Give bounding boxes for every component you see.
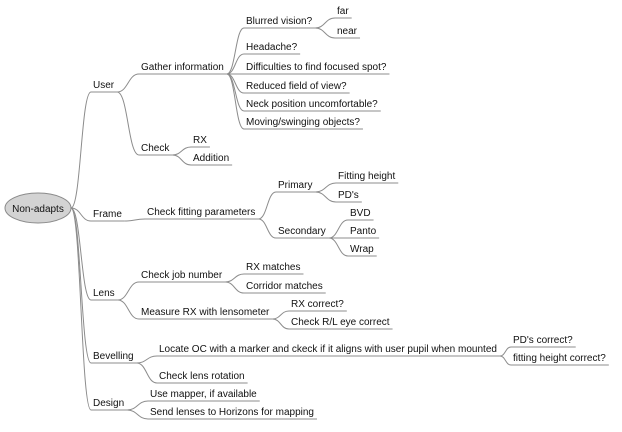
link-root-to-user [70,91,92,209]
link-check-to-addition [172,154,192,166]
node-bvd[interactable]: BVD [350,208,371,219]
link-blurred-vision-to-far [315,17,336,29]
link-gather-information-to-blurred-vision [226,27,245,75]
link-locate-oc-to-pds-correct [499,346,512,357]
node-check-fitting-parameters[interactable]: Check fitting parameters [147,207,255,218]
link-frame-to-check-fitting-parameters [124,218,146,222]
link-measure-rx-to-rx-correct [272,310,290,320]
node-pds-correct[interactable]: PD's correct? [513,335,573,346]
node-lens[interactable]: Lens [93,288,115,299]
link-check-job-number-to-rx-matches [225,273,245,283]
node-panto[interactable]: Panto [350,226,377,237]
link-lens-to-measure-rx [117,299,140,320]
node-use-mapper[interactable]: Use mapper, if available [150,389,257,400]
node-frame[interactable]: Frame [93,209,122,220]
node-rl-eye-correct[interactable]: Check R/L eye correct [291,317,390,328]
link-blurred-vision-to-near [315,27,336,39]
link-primary-to-fitting-height [315,182,337,193]
connector-lines [70,17,609,420]
node-user[interactable]: User [93,80,115,91]
node-rx[interactable]: RX [193,135,207,146]
link-root-to-design [70,207,92,411]
node-pds[interactable]: PD's [338,190,359,201]
node-rx-correct[interactable]: RX correct? [291,299,344,310]
link-secondary-to-bvd [328,219,349,239]
link-check-fitting-parameters-to-primary [258,191,277,220]
link-root-to-lens [70,207,92,301]
node-check[interactable]: Check [141,143,170,154]
node-gather-information[interactable]: Gather information [141,62,224,73]
link-user-to-gather-information [117,73,140,93]
node-measure-rx[interactable]: Measure RX with lensometer [141,307,270,318]
node-design[interactable]: Design [93,398,124,409]
link-check-to-rx [172,146,192,156]
link-primary-to-pds [315,191,337,203]
node-wrap[interactable]: Wrap [350,244,374,255]
link-root-to-bevelling [70,207,92,364]
node-primary[interactable]: Primary [278,180,312,191]
link-root-to-frame [70,207,92,222]
link-user-to-check [116,91,140,156]
node-near[interactable]: near [337,26,358,37]
node-far[interactable]: far [337,6,349,17]
node-headache[interactable]: Headache? [246,42,298,53]
node-focused-spot[interactable]: Difficulties to find focused spot? [246,62,387,73]
link-gather-information-to-moving-objects [226,73,245,130]
link-measure-rx-to-rl-eye-correct [272,318,290,330]
node-bevelling[interactable]: Bevelling [93,351,134,362]
node-neck-position[interactable]: Neck position uncomfortable? [246,99,378,110]
node-secondary[interactable]: Secondary [278,226,326,237]
link-locate-oc-to-fitting-height-correct [499,355,512,366]
node-check-job-number[interactable]: Check job number [141,270,223,281]
link-lens-to-check-job-number [117,281,140,301]
node-corridor-matches[interactable]: Corridor matches [246,281,323,292]
node-moving-objects[interactable]: Moving/swinging objects? [246,117,360,128]
node-field-of-view[interactable]: Reduced field of view? [246,81,347,92]
root-node-shape[interactable] [4,192,72,224]
link-bevelling-to-locate-oc [136,355,158,364]
node-blurred-vision[interactable]: Blurred vision? [246,16,313,27]
link-secondary-to-wrap [328,237,349,257]
node-rx-matches[interactable]: RX matches [246,262,300,273]
node-fitting-height-correct[interactable]: fitting height correct? [513,353,606,364]
link-bevelling-to-check-lens-rotation [136,362,158,384]
link-design-to-send-lenses [127,409,149,420]
node-addition[interactable]: Addition [193,153,229,164]
node-locate-oc[interactable]: Locate OC with a marker and ckeck if it … [159,344,497,355]
node-send-lenses[interactable]: Send lenses to Horizons for mapping [150,407,314,418]
link-check-fitting-parameters-to-secondary [258,218,277,239]
root-node-label[interactable]: Non-adapts [12,204,64,215]
link-gather-information-to-headache [226,53,245,75]
node-check-lens-rotation[interactable]: Check lens rotation [159,371,245,382]
link-design-to-use-mapper [127,400,149,411]
node-fitting-height[interactable]: Fitting height [338,171,395,182]
link-check-job-number-to-corridor-matches [225,281,245,294]
